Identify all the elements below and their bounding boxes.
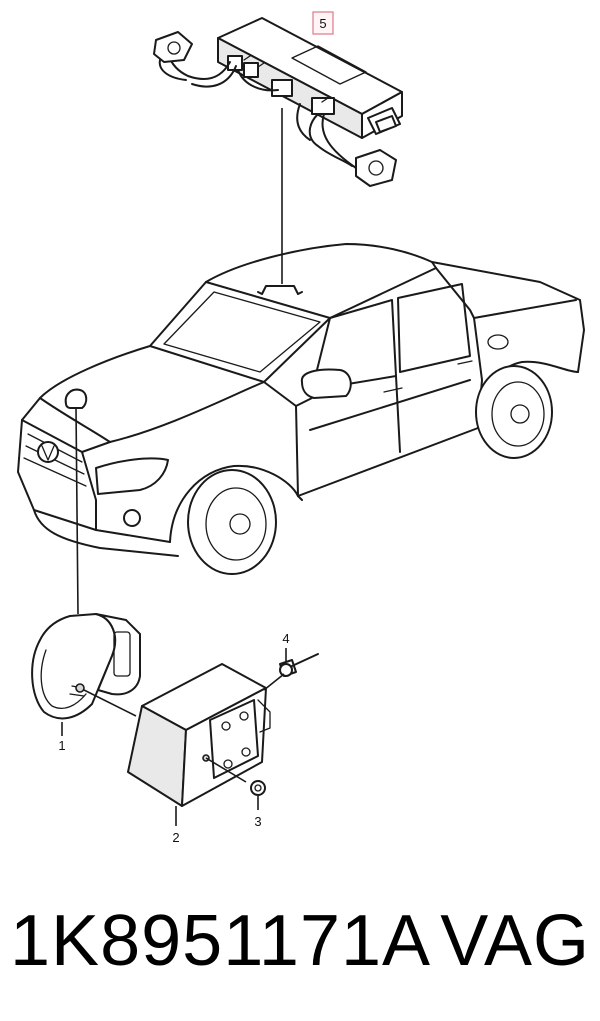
control-module-assembly	[153, 17, 403, 187]
parts-diagram: 5	[17, 11, 585, 845]
module-location-marker	[257, 285, 303, 295]
callout-3-label: 3	[254, 814, 261, 829]
sensor-unit-part-2	[127, 663, 271, 807]
callout-1-label: 1	[58, 738, 65, 753]
callout-5-box	[312, 11, 334, 35]
bolt-part-4	[263, 653, 319, 691]
part-number-row: 1K8951171A VAG	[10, 886, 590, 996]
brand-text: VAG	[440, 901, 590, 981]
sensor-bracket-part-1	[31, 613, 141, 720]
nut-part-3	[250, 780, 266, 796]
pickup-truck	[17, 243, 585, 575]
callout-2-label: 2	[172, 830, 179, 845]
callout-4-label: 4	[282, 631, 289, 646]
sensor-location-marker	[64, 388, 88, 409]
part-number-text: 1K8951171A	[10, 901, 432, 981]
callout-5-label: 5	[319, 16, 326, 31]
leader-line-sensor	[75, 407, 79, 615]
